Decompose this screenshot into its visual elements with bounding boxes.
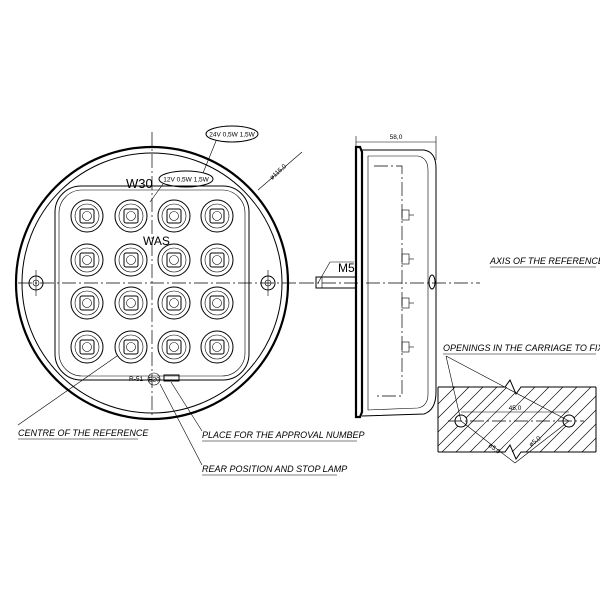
cable-gland — [428, 274, 436, 290]
plate-top-edge — [438, 378, 596, 396]
hole-right-label: ø5,0 — [528, 435, 543, 449]
hole-left-leader — [460, 420, 516, 464]
approval-number-place-label: PLACE FOR THE APPROVAL NUMBEP — [202, 430, 365, 440]
centre-of-reference-label: CENTRE OF THE REFERENCE — [18, 428, 149, 438]
depth-label: 58,0 — [390, 134, 403, 141]
lens-outline — [54, 185, 250, 381]
led-2 — [114, 199, 148, 233]
centre-reference-leader — [17, 355, 118, 426]
lens-inner-outline — [58, 189, 246, 377]
led-15 — [157, 330, 191, 364]
side-view: 58,0 M5 AXIS OF THE REFERENCE — [300, 134, 600, 419]
led-14 — [114, 330, 148, 364]
led-10 — [114, 286, 148, 320]
opening-leader-right — [445, 355, 570, 422]
side-front-rim — [354, 145, 364, 419]
led-8 — [200, 243, 234, 277]
wiring-label-24v-text: 24V 0,5W 1,5W — [209, 132, 255, 139]
housing-inner-ring — [21, 152, 283, 414]
front-view: 24V 0,5W 1,5W 12V 0,5W 1,5W W30 WAS ø115… — [14, 125, 303, 421]
led-7 — [157, 243, 191, 277]
wiring-leader-24v — [202, 140, 217, 174]
led-11 — [157, 286, 191, 320]
lamp-function-label: REAR POSITION AND STOP LAMP — [202, 464, 347, 474]
hole-left-label: ø5,0 — [487, 442, 502, 456]
thread-label: M5 — [338, 261, 355, 275]
led-3 — [157, 199, 191, 233]
diameter-label: ø115,0 — [269, 163, 289, 182]
led-5 — [70, 243, 104, 277]
plate-bottom-edge — [438, 443, 596, 461]
side-connectors — [401, 209, 414, 353]
side-body-inner — [367, 155, 429, 411]
approval-mark: R-51 — [129, 376, 143, 383]
openings-title: OPENINGS IN THE CARRIAGE TO FIX — [443, 343, 600, 353]
side-internal-board — [374, 165, 403, 397]
spacing-label: 45,0 — [509, 405, 522, 412]
m5-leader — [317, 261, 331, 284]
approval-number-plate — [163, 374, 180, 382]
lamp-function-leader — [159, 383, 203, 466]
led-4 — [200, 199, 234, 233]
hole-right-leader — [514, 420, 570, 464]
plate-hatching — [437, 386, 597, 453]
code-w30: W30 — [126, 176, 153, 191]
diameter-leader — [257, 151, 303, 191]
wiring-label-24v: 24V 0,5W 1,5W — [205, 125, 259, 143]
callouts: CENTRE OF THE REFERENCE PLACE FOR THE AP… — [17, 355, 365, 476]
led-12 — [200, 286, 234, 320]
led-1 — [70, 199, 104, 233]
mounting-hole-left — [28, 270, 44, 296]
led-grid — [70, 199, 234, 364]
wiring-leader-12v — [149, 183, 164, 203]
led-9 — [70, 286, 104, 320]
led-13 — [70, 330, 104, 364]
opening-leader-left — [445, 355, 462, 422]
m5-bolt — [315, 276, 357, 289]
openings-detail: OPENINGS IN THE CARRIAGE TO FIX — [437, 343, 600, 464]
wiring-label-12v: 12V 0,5W 1,5W — [158, 170, 214, 188]
code-was: WAS — [143, 234, 170, 248]
housing-outline — [14, 145, 290, 421]
mounting-hole-right — [260, 270, 276, 296]
side-body-outline — [361, 149, 437, 417]
wiring-label-12v-text: 12V 0,5W 1,5W — [163, 177, 209, 184]
led-16 — [200, 330, 234, 364]
approval-circle — [147, 372, 161, 386]
led-6 — [114, 243, 148, 277]
axis-of-reference-label: AXIS OF THE REFERENCE — [489, 256, 600, 266]
approval-number-leader — [170, 381, 203, 432]
approval-code: E20 — [148, 377, 160, 384]
